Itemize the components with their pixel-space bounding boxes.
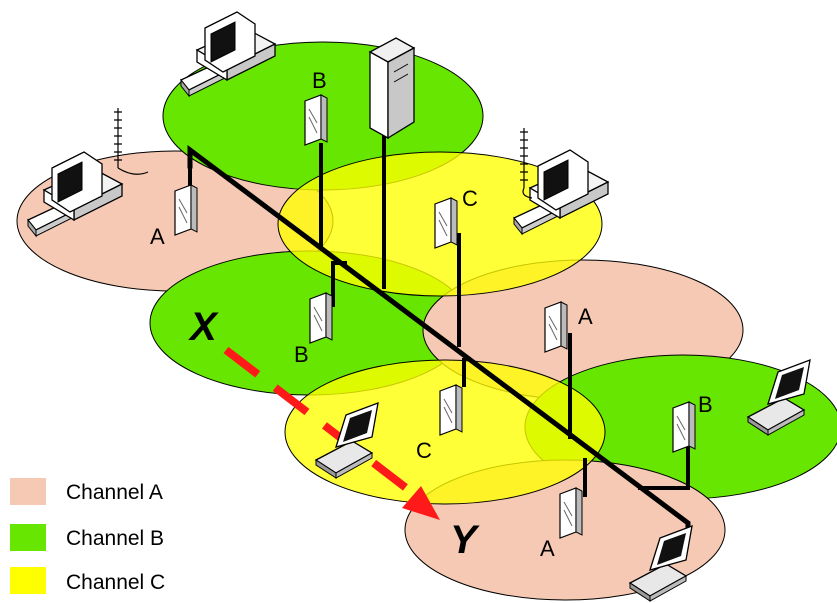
legend-swatch-channel-c	[10, 567, 46, 594]
access-points	[174, 94, 696, 539]
desktop-computer-icon[interactable]	[512, 149, 610, 236]
cell-label-b-right: B	[698, 392, 713, 417]
laptop-icon[interactable]	[628, 524, 693, 602]
drop-ap-b-mid	[331, 261, 347, 307]
antenna-icon	[520, 128, 533, 199]
channel-cells	[16, 41, 837, 601]
cell-label-c-top: C	[462, 186, 478, 211]
roaming-path-line	[223, 346, 421, 501]
access-point-icon[interactable]	[439, 384, 463, 436]
laptop-icon[interactable]	[746, 358, 811, 436]
laptop-icon[interactable]	[314, 401, 379, 479]
roaming-path	[223, 346, 440, 520]
drop-ap-b-right	[638, 443, 690, 490]
access-point-icon[interactable]	[304, 94, 328, 146]
desktop-computer-icon[interactable]	[26, 151, 124, 238]
cell-label-b-top: B	[312, 68, 327, 93]
cell-labels: B A C B A C B A	[150, 68, 713, 561]
roaming-start-marker: X	[188, 305, 219, 349]
cell-label-a-right: A	[578, 304, 593, 329]
access-point-icon[interactable]	[309, 292, 333, 344]
server-tower-icon[interactable]	[368, 37, 416, 140]
desktop-computer-icon[interactable]	[179, 11, 277, 98]
access-point-icon[interactable]	[672, 401, 696, 453]
legend-swatch-channel-a	[10, 478, 46, 505]
legend-label-channel-c: Channel C	[66, 571, 165, 594]
legend-swatch-channel-b	[10, 524, 46, 551]
access-point-icon[interactable]	[544, 301, 568, 353]
legend-label-channel-a: Channel A	[66, 481, 163, 504]
cell-label-b-middle: B	[294, 342, 309, 367]
access-point-icon[interactable]	[434, 197, 458, 249]
roaming-arrowhead	[402, 486, 440, 520]
access-point-icon[interactable]	[174, 184, 198, 236]
cell-label-c-bottom: C	[416, 438, 432, 463]
access-point-icon[interactable]	[559, 487, 583, 539]
legend-label-channel-b: Channel B	[66, 527, 164, 550]
antenna-icon	[114, 108, 149, 175]
legend: Channel A Channel B Channel C	[10, 478, 165, 594]
cell-label-a-bottom: A	[540, 536, 555, 561]
roaming-end-marker: Y	[450, 518, 480, 562]
cell-label-a-left: A	[150, 224, 165, 249]
